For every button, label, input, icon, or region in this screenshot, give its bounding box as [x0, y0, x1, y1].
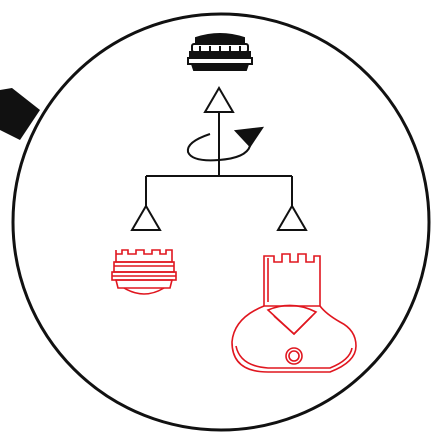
left-arrow-triangle	[130, 204, 162, 231]
magnifier-lens	[11, 12, 431, 432]
rotate-arrow-icon	[186, 126, 265, 162]
magnifier-handle	[0, 88, 40, 140]
aerator-key-tool-icon	[231, 253, 357, 373]
right-arrow-triangle	[276, 204, 308, 231]
aerator-insert-icon	[111, 249, 177, 295]
aerator-assembled-icon	[187, 33, 253, 71]
